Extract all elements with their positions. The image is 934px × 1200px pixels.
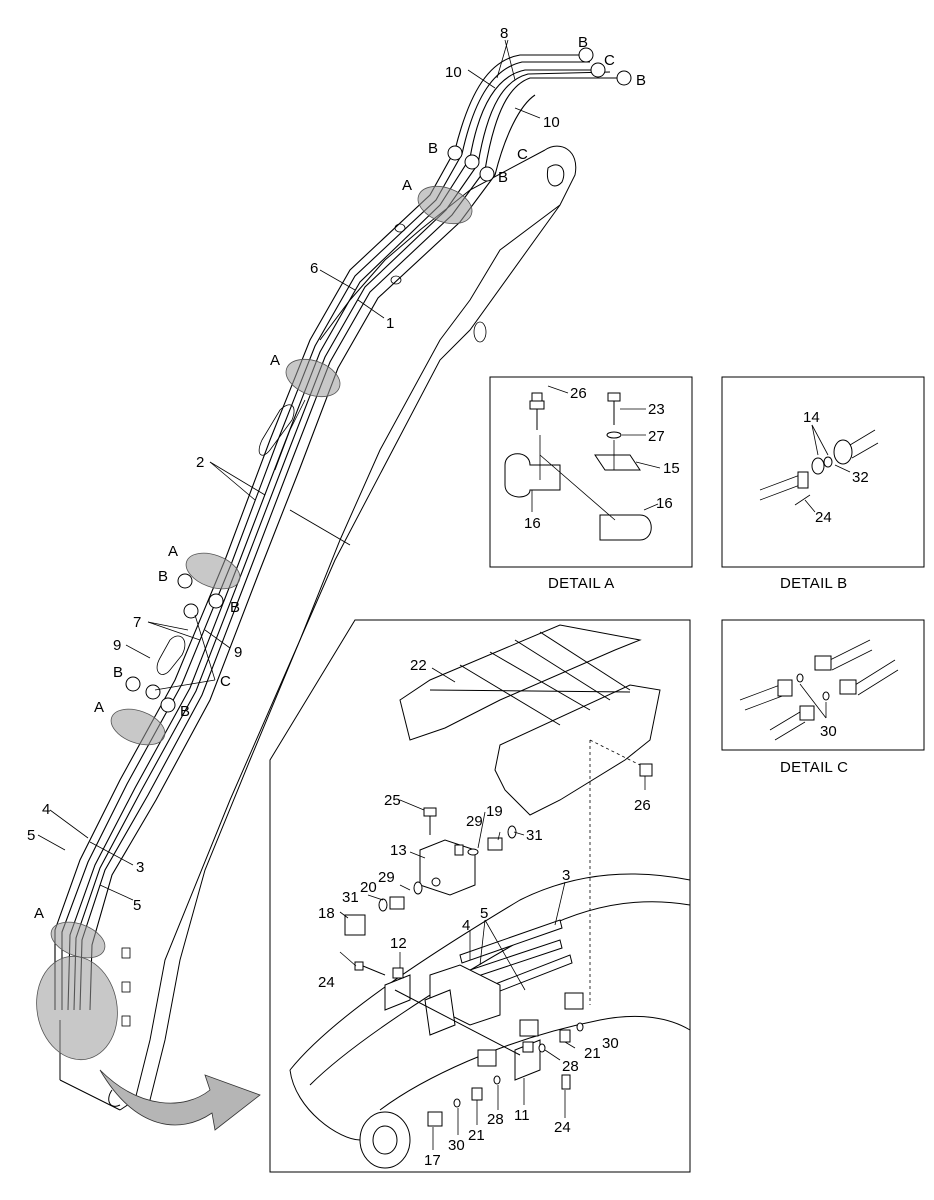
detail-a-caption: DETAIL A [548,575,615,592]
callout-1: 1 [386,315,394,332]
callout-24-b: 24 [815,509,832,526]
callout-b-1: B [428,140,438,157]
callout-23: 23 [648,401,665,418]
callout-19: 19 [486,803,503,820]
detail-c-panel [721,619,925,751]
callout-12: 12 [390,935,407,952]
callout-6: 6 [310,260,318,277]
callout-13: 13 [390,842,407,859]
callout-c-1: C [517,146,528,163]
callout-32: 32 [852,469,869,486]
callout-16-left: 16 [524,515,541,532]
callout-a-2: A [270,352,280,369]
callout-5-right: 5 [133,897,141,914]
callout-b-4: B [230,599,240,616]
callout-21-right: 21 [584,1045,601,1062]
callout-28-right: 28 [562,1058,579,1075]
callout-b-3: B [158,568,168,585]
callout-b-6: B [180,703,190,720]
enlarge-arrow [99,1069,261,1131]
callout-26-e: 26 [634,797,651,814]
callout-26-a: 26 [570,385,587,402]
detail-a-panel [489,376,693,568]
boom-structure [59,145,577,1111]
callout-8: 8 [500,25,508,42]
callout-a-3: A [168,543,178,560]
callout-2: 2 [196,454,204,471]
callout-21-bottom: 21 [468,1127,485,1144]
callout-9-left: 9 [113,637,121,654]
callout-5-left: 5 [27,827,35,844]
callout-a-1: A [402,177,412,194]
callout-c-top: C [604,52,615,69]
callout-7: 7 [133,614,141,631]
callout-3-e: 3 [562,867,570,884]
callout-30-c: 30 [820,723,837,740]
callout-27: 27 [648,428,665,445]
enlarged-view-panel [269,619,691,1173]
callout-16-right: 16 [656,495,673,512]
callout-10-top: 10 [445,64,462,81]
callout-4: 4 [42,801,50,818]
leader-lines [37,39,646,1150]
callout-labels: 8 10 B C B 10 B C B A 6 1 A 2 A B B 7 9 … [27,25,869,1169]
callout-b-2: B [498,169,508,186]
callout-28-bottom: 28 [487,1111,504,1128]
callout-9-right: 9 [234,644,242,661]
detail-b-panel [721,376,925,568]
callout-b-top1: B [578,34,588,51]
callout-a-4: A [94,699,104,716]
callout-25: 25 [384,792,401,809]
callout-3: 3 [136,859,144,876]
callout-30-right: 30 [602,1035,619,1052]
callout-18: 18 [318,905,335,922]
callout-30-bottom: 30 [448,1137,465,1154]
callout-29-top: 29 [466,813,483,830]
callout-31-right: 31 [526,827,543,844]
callout-22: 22 [410,657,427,674]
callout-24-right: 24 [554,1119,571,1136]
callout-a-5: A [34,905,44,922]
callout-4-e: 4 [462,917,470,934]
callout-14: 14 [803,409,820,426]
callout-20: 20 [360,879,377,896]
detail-b-caption: DETAIL B [780,575,847,592]
boom-hose-bundle [54,54,625,1011]
callout-24-left: 24 [318,974,335,991]
callout-29-left: 29 [378,869,395,886]
callout-15: 15 [663,460,680,477]
hose-fittings [125,47,632,713]
callout-5-e: 5 [480,905,488,922]
callout-17: 17 [424,1152,441,1169]
callout-11: 11 [514,1107,530,1124]
callout-31-left: 31 [342,889,359,906]
clamp-locations [36,185,473,1061]
callout-b-5: B [113,664,123,681]
callout-c-2: C [220,673,231,690]
callout-b-top2: B [636,72,646,89]
callout-10-right: 10 [543,114,560,131]
detail-c-caption: DETAIL C [780,759,848,776]
